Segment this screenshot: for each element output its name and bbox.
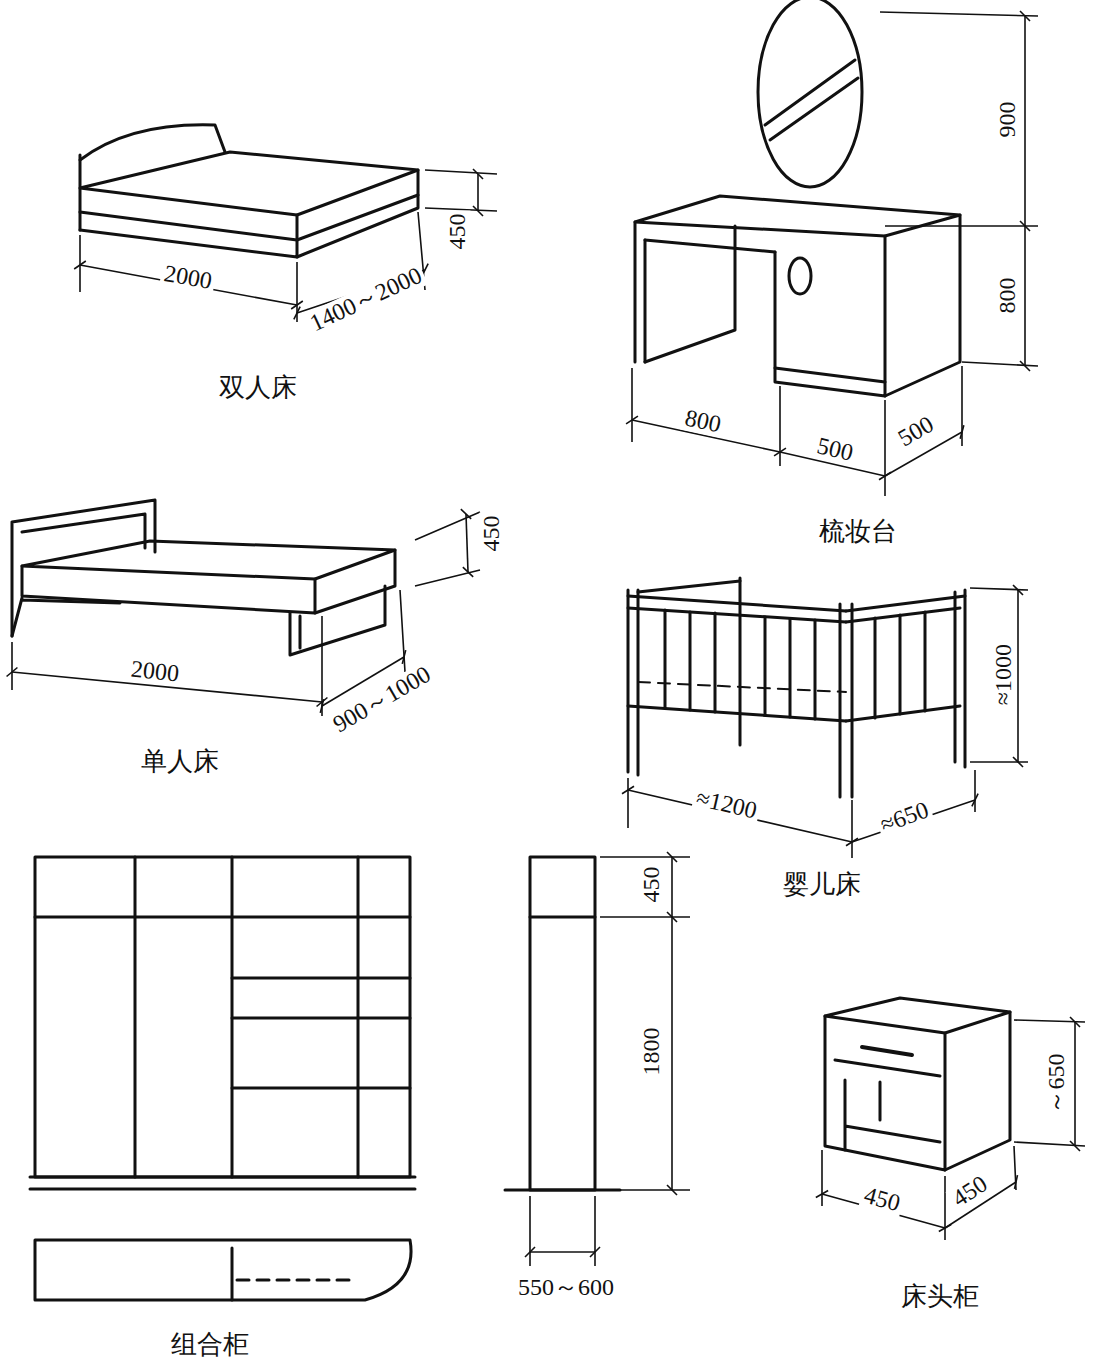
dimension-label: 2000	[127, 657, 183, 688]
nightstand	[825, 998, 1010, 1170]
dimension-label: 800	[680, 405, 726, 438]
dimension-label: 550～600	[515, 1275, 617, 1300]
dimension-label: 450	[445, 211, 470, 253]
dimension-label: ～650	[1044, 1051, 1069, 1117]
furniture-name: 梳妆台	[816, 518, 900, 545]
single-bed	[12, 500, 395, 655]
dimension-label: ≈1000	[991, 641, 1016, 708]
dimension-label: 2000	[159, 261, 217, 295]
dimension-label: 900	[995, 99, 1020, 141]
dimension-label: 1400～2000	[304, 262, 429, 338]
furniture-name: 双人床	[216, 374, 300, 401]
double-bed	[80, 125, 418, 257]
dimension-label: ≈1200	[691, 785, 762, 825]
dimension-label: 450	[639, 864, 664, 906]
dimension-label: 900～1000	[326, 661, 437, 740]
furniture-name: 单人床	[138, 748, 222, 775]
dimension-label: 500	[892, 411, 941, 454]
baby-crib	[628, 578, 965, 797]
dimension-label: 450	[479, 513, 504, 555]
dimension-label: 1800	[639, 1025, 664, 1079]
furniture-name: 组合柜	[168, 1331, 252, 1358]
dimension-label: ≈650	[875, 797, 935, 840]
furniture-name: 婴儿床	[780, 871, 864, 898]
dimension-label: 450	[858, 1182, 905, 1217]
dimension-label: 450	[946, 1170, 995, 1214]
wardrobe	[30, 857, 620, 1300]
dimension-lines	[12, 12, 1085, 1266]
dimension-label: 500	[812, 433, 859, 467]
dimension-label: 800	[995, 275, 1020, 317]
dressing-table	[635, 0, 960, 396]
furniture-name: 床头柜	[898, 1283, 982, 1310]
